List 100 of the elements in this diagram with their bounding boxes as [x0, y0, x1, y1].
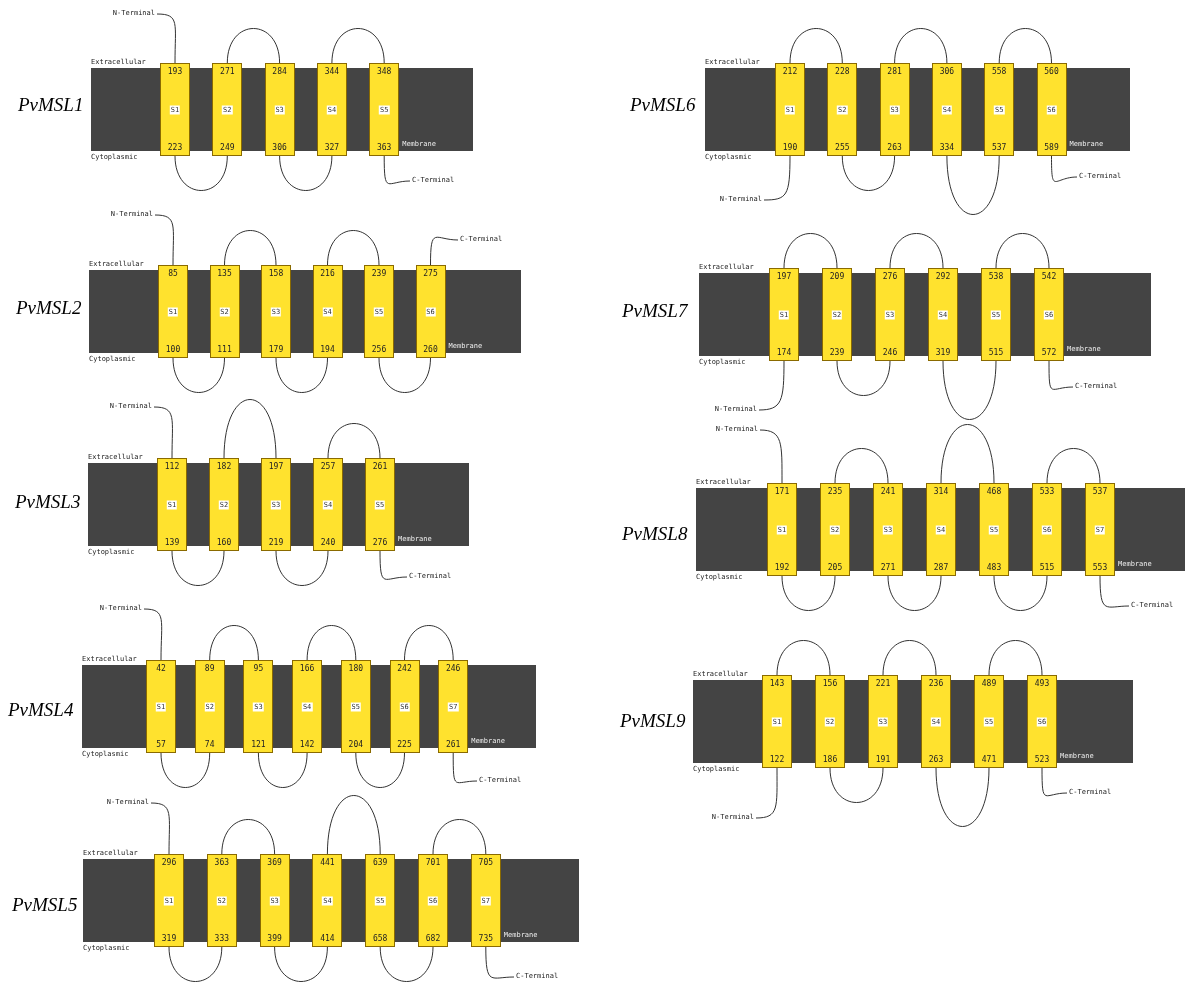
- loop-line: [160, 752, 211, 788]
- loop-line: [275, 550, 329, 586]
- residue-number: 171: [773, 487, 791, 496]
- residue-number: 275: [422, 269, 439, 278]
- residue-number: 74: [203, 740, 216, 749]
- helix-segment: [979, 483, 1009, 576]
- residue-number: 194: [319, 345, 336, 354]
- residue-number: 468: [985, 487, 1003, 496]
- loop-line: [841, 155, 896, 191]
- protein-name: PvMSL7: [622, 300, 688, 322]
- helix-segment: [243, 660, 274, 753]
- helix-segment: [822, 268, 852, 361]
- helix-segment: [146, 660, 176, 753]
- loop-line: [887, 575, 942, 611]
- residue-number: 156: [821, 679, 839, 688]
- loop-line: [781, 575, 836, 611]
- helix-segment: [389, 660, 420, 753]
- residue-number: 306: [271, 143, 288, 152]
- leader-line: [452, 752, 478, 784]
- residue-number: 287: [932, 563, 950, 572]
- helix-segment: [365, 458, 395, 551]
- residue-number: 399: [266, 934, 283, 943]
- residue-number: 682: [424, 934, 442, 943]
- residue-number: 180: [347, 664, 364, 673]
- helix-segment: [1034, 268, 1064, 361]
- residue-number: 121: [250, 740, 267, 749]
- residue-number: 166: [298, 664, 316, 673]
- loop-line: [226, 28, 281, 64]
- loop-line: [776, 640, 831, 676]
- loop-line: [171, 550, 225, 586]
- residue-number: 369: [266, 858, 283, 867]
- loop-line: [279, 155, 333, 191]
- residue-number: 42: [155, 664, 167, 673]
- protein-name: PvMSL1: [18, 94, 84, 116]
- residue-number: 276: [371, 538, 389, 547]
- residue-number: 542: [1040, 272, 1058, 281]
- residue-number: 142: [298, 740, 316, 749]
- helix-segment: [418, 854, 448, 947]
- helix-segment: [981, 268, 1011, 361]
- loop-line: [379, 946, 434, 982]
- residue-number: 160: [215, 538, 233, 547]
- leader-line: [154, 214, 174, 266]
- residue-number: 179: [267, 345, 285, 354]
- loop-line: [224, 230, 277, 266]
- residue-number: 122: [768, 755, 786, 764]
- residue-number: 158: [267, 269, 285, 278]
- residue-number: 589: [1043, 143, 1060, 152]
- leader-line: [759, 429, 783, 484]
- helix-segment: [470, 854, 501, 947]
- residue-number: 263: [927, 755, 945, 764]
- residue-number: 219: [267, 538, 285, 547]
- helix-segment: [762, 675, 792, 768]
- residue-number: 193: [166, 67, 184, 76]
- leader-line: [379, 550, 408, 580]
- residue-number: 334: [938, 143, 956, 152]
- residue-number: 553: [1091, 563, 1109, 572]
- residue-number: 515: [987, 348, 1005, 357]
- helix-segment: [775, 63, 805, 156]
- residue-number: 249: [219, 143, 236, 152]
- residue-number: 306: [938, 67, 956, 76]
- loop-line: [834, 448, 889, 484]
- residue-number: 241: [879, 487, 897, 496]
- leader-line: [763, 155, 791, 201]
- helix-segment: [316, 63, 347, 156]
- residue-number: 221: [874, 679, 892, 688]
- residue-number: 239: [828, 348, 846, 357]
- protein-name: PvMSL9: [620, 710, 686, 732]
- residue-number: 538: [987, 272, 1005, 281]
- residue-number: 558: [990, 67, 1008, 76]
- residue-number: 135: [216, 269, 233, 278]
- residue-number: 523: [1033, 755, 1051, 764]
- helix-segment: [312, 265, 343, 358]
- helix-segment: [259, 854, 290, 947]
- helix-segment: [827, 63, 858, 156]
- helix-segment: [879, 63, 910, 156]
- residue-number: 483: [985, 563, 1003, 572]
- helix-segment: [154, 854, 184, 947]
- residue-number: 319: [160, 934, 178, 943]
- helix-segment: [194, 660, 225, 753]
- helix-segment: [209, 265, 240, 358]
- leader-line: [430, 236, 459, 266]
- loop-line: [783, 233, 838, 269]
- helix-segment: [875, 268, 905, 361]
- loop-line: [274, 946, 328, 982]
- helix-segment: [261, 265, 291, 358]
- protein-name: PvMSL8: [622, 523, 688, 545]
- leader-line: [156, 13, 176, 64]
- helix-segment: [160, 63, 190, 156]
- residue-number: 143: [768, 679, 786, 688]
- residue-number: 296: [160, 858, 178, 867]
- residue-number: 281: [886, 67, 903, 76]
- helix-segment: [820, 483, 850, 576]
- helix-segment: [206, 854, 237, 947]
- helix-segment: [340, 660, 371, 753]
- loop-line: [378, 357, 431, 393]
- loop-line: [275, 357, 328, 393]
- loop-line: [174, 155, 228, 191]
- loop-line: [946, 155, 1000, 215]
- protein-name: PvMSL3: [15, 491, 81, 513]
- loop-line: [326, 795, 381, 855]
